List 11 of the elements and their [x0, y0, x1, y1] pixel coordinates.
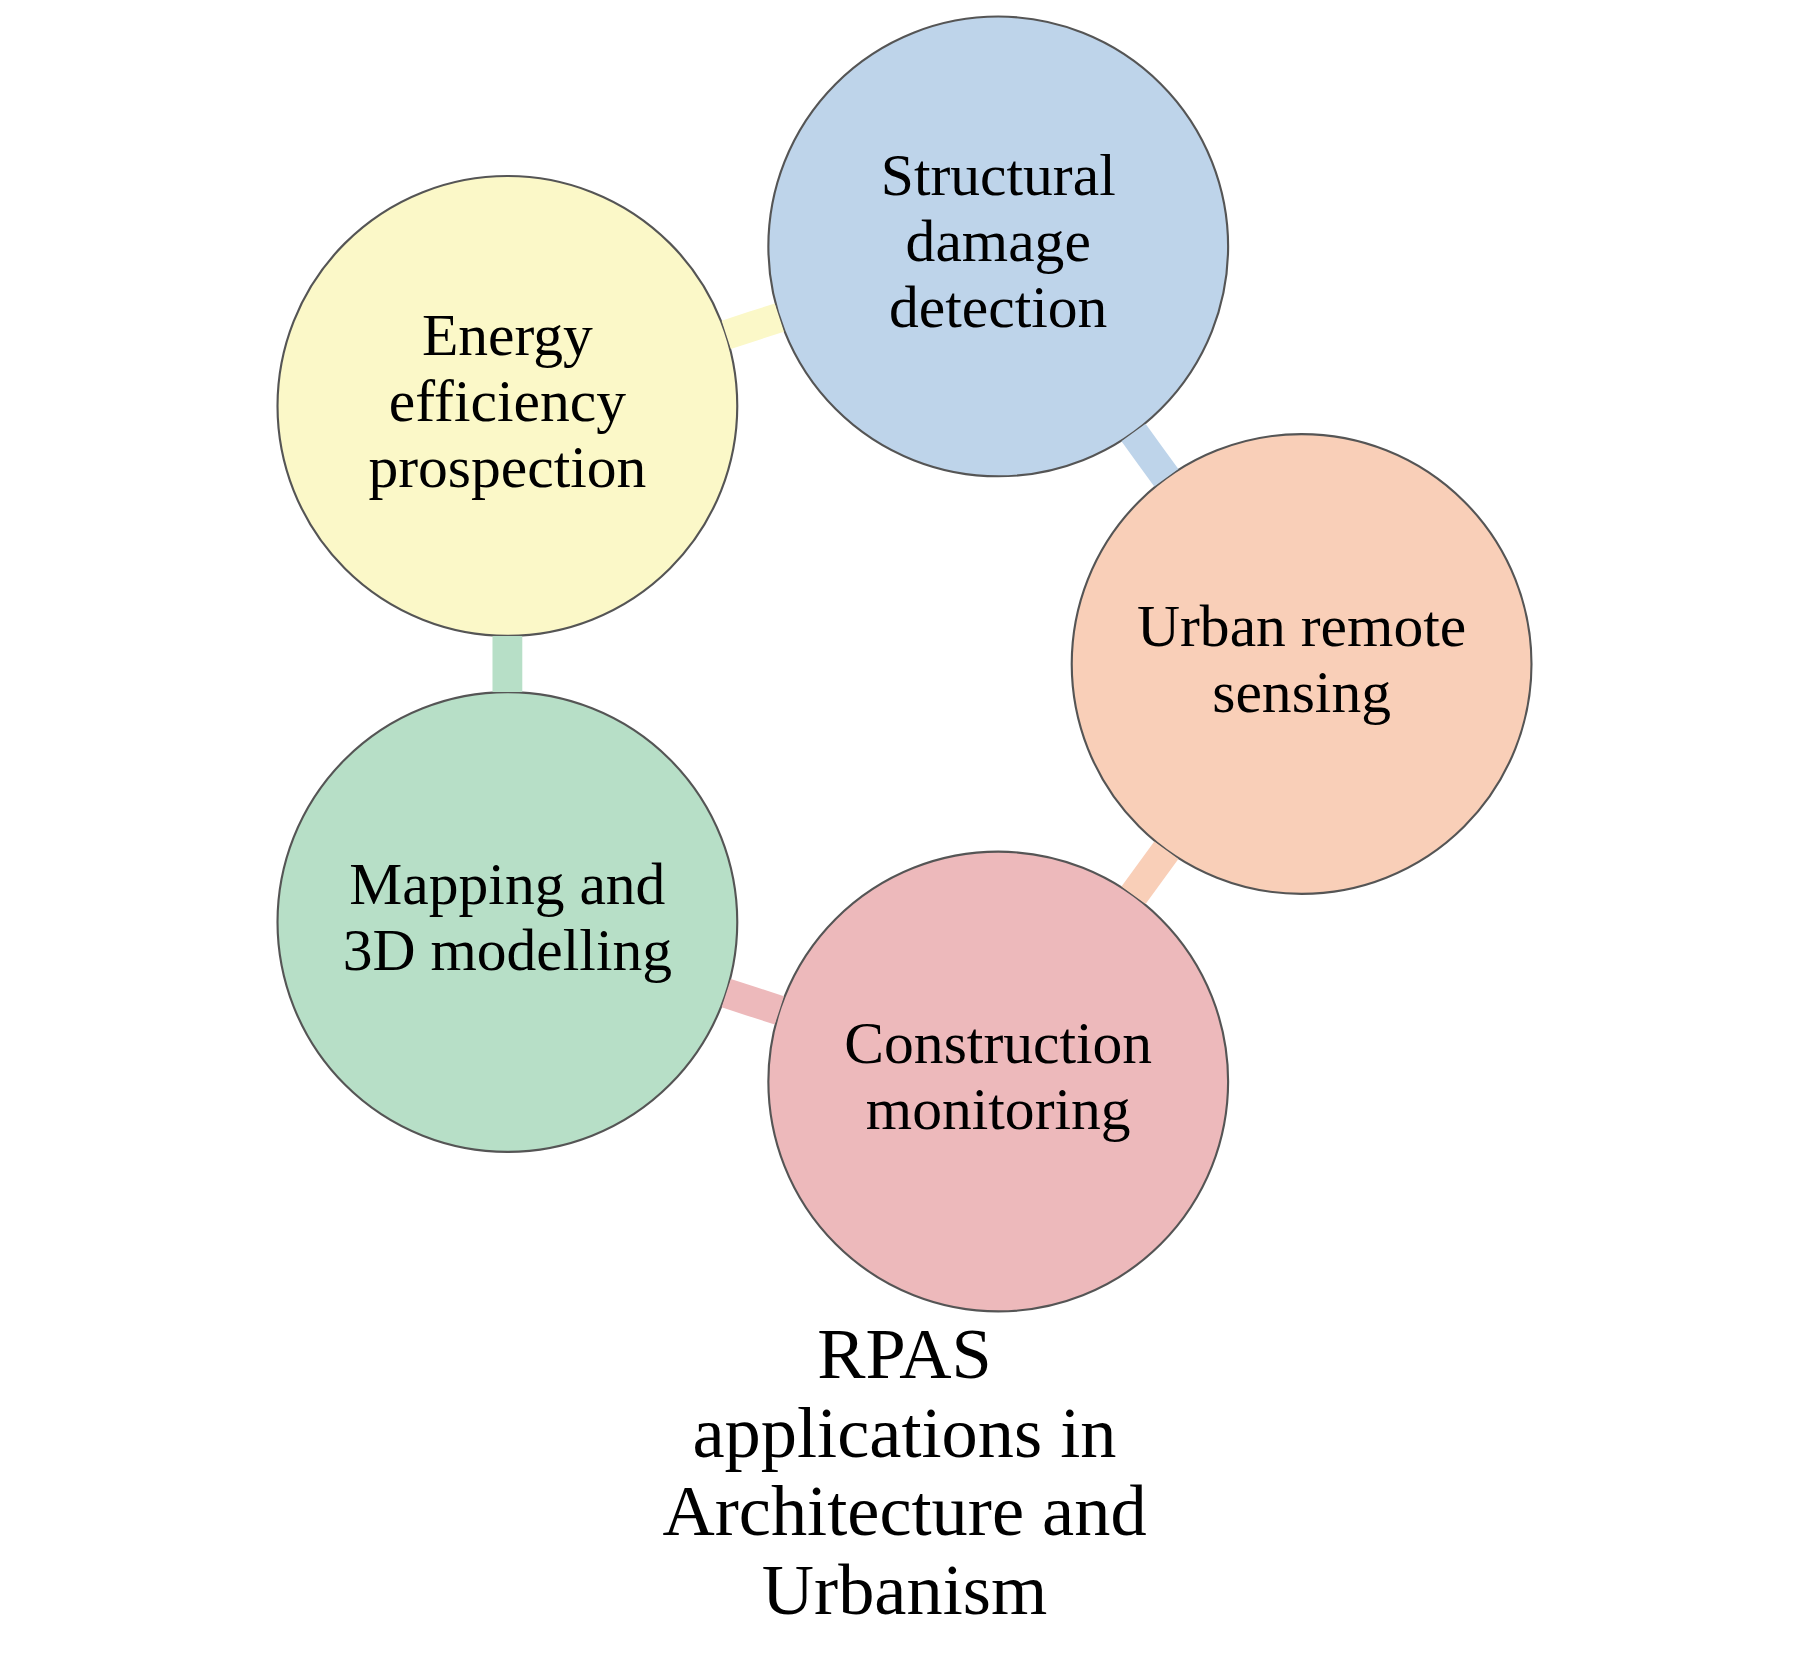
connector: [1121, 423, 1179, 487]
connector: [721, 303, 784, 349]
connector: [1121, 841, 1179, 905]
connector: [721, 978, 784, 1025]
node-circle: Structural damage detection: [767, 15, 1230, 478]
node-circle: Energy efficiency prospection: [276, 175, 739, 637]
node-circle: Urban remote sensing: [1070, 433, 1533, 895]
diagram-title: RPAS applications in Architecture and Urbanism: [662, 1313, 1147, 1631]
connector: [492, 636, 523, 692]
node-circle: Mapping and 3D modelling: [276, 691, 739, 1153]
node-circle: Construction monitoring: [767, 850, 1230, 1313]
